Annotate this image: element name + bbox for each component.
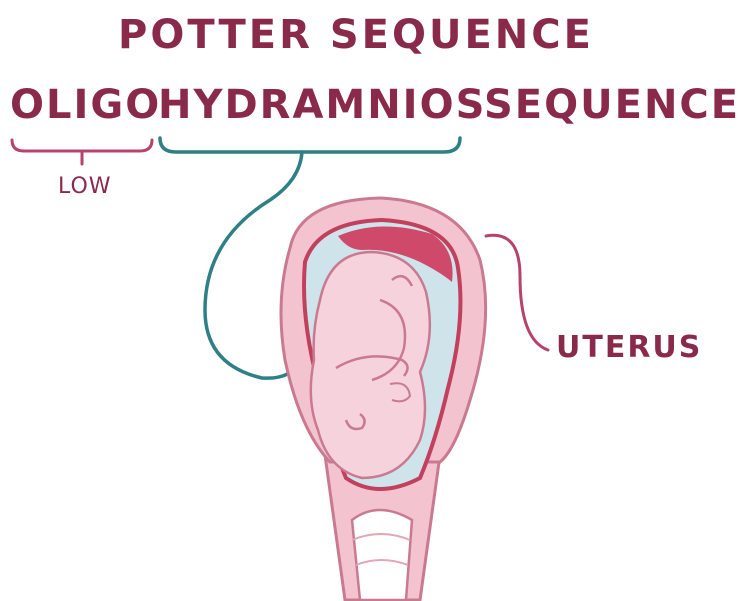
cervical-canal — [352, 510, 412, 600]
low-bracket — [12, 140, 152, 164]
low-label: LOW — [58, 174, 112, 199]
title-potter-sequence: POTTER SEQUENCE — [118, 12, 594, 58]
title-hydramnios: HYDRAMNIOS — [158, 82, 486, 128]
uterus-label: UTERUS — [556, 330, 702, 365]
title-oligo: OLIGO — [10, 82, 161, 128]
uterus-leader — [486, 235, 548, 350]
uterus — [281, 198, 486, 600]
title-sequence: SEQUENCE — [484, 82, 740, 128]
